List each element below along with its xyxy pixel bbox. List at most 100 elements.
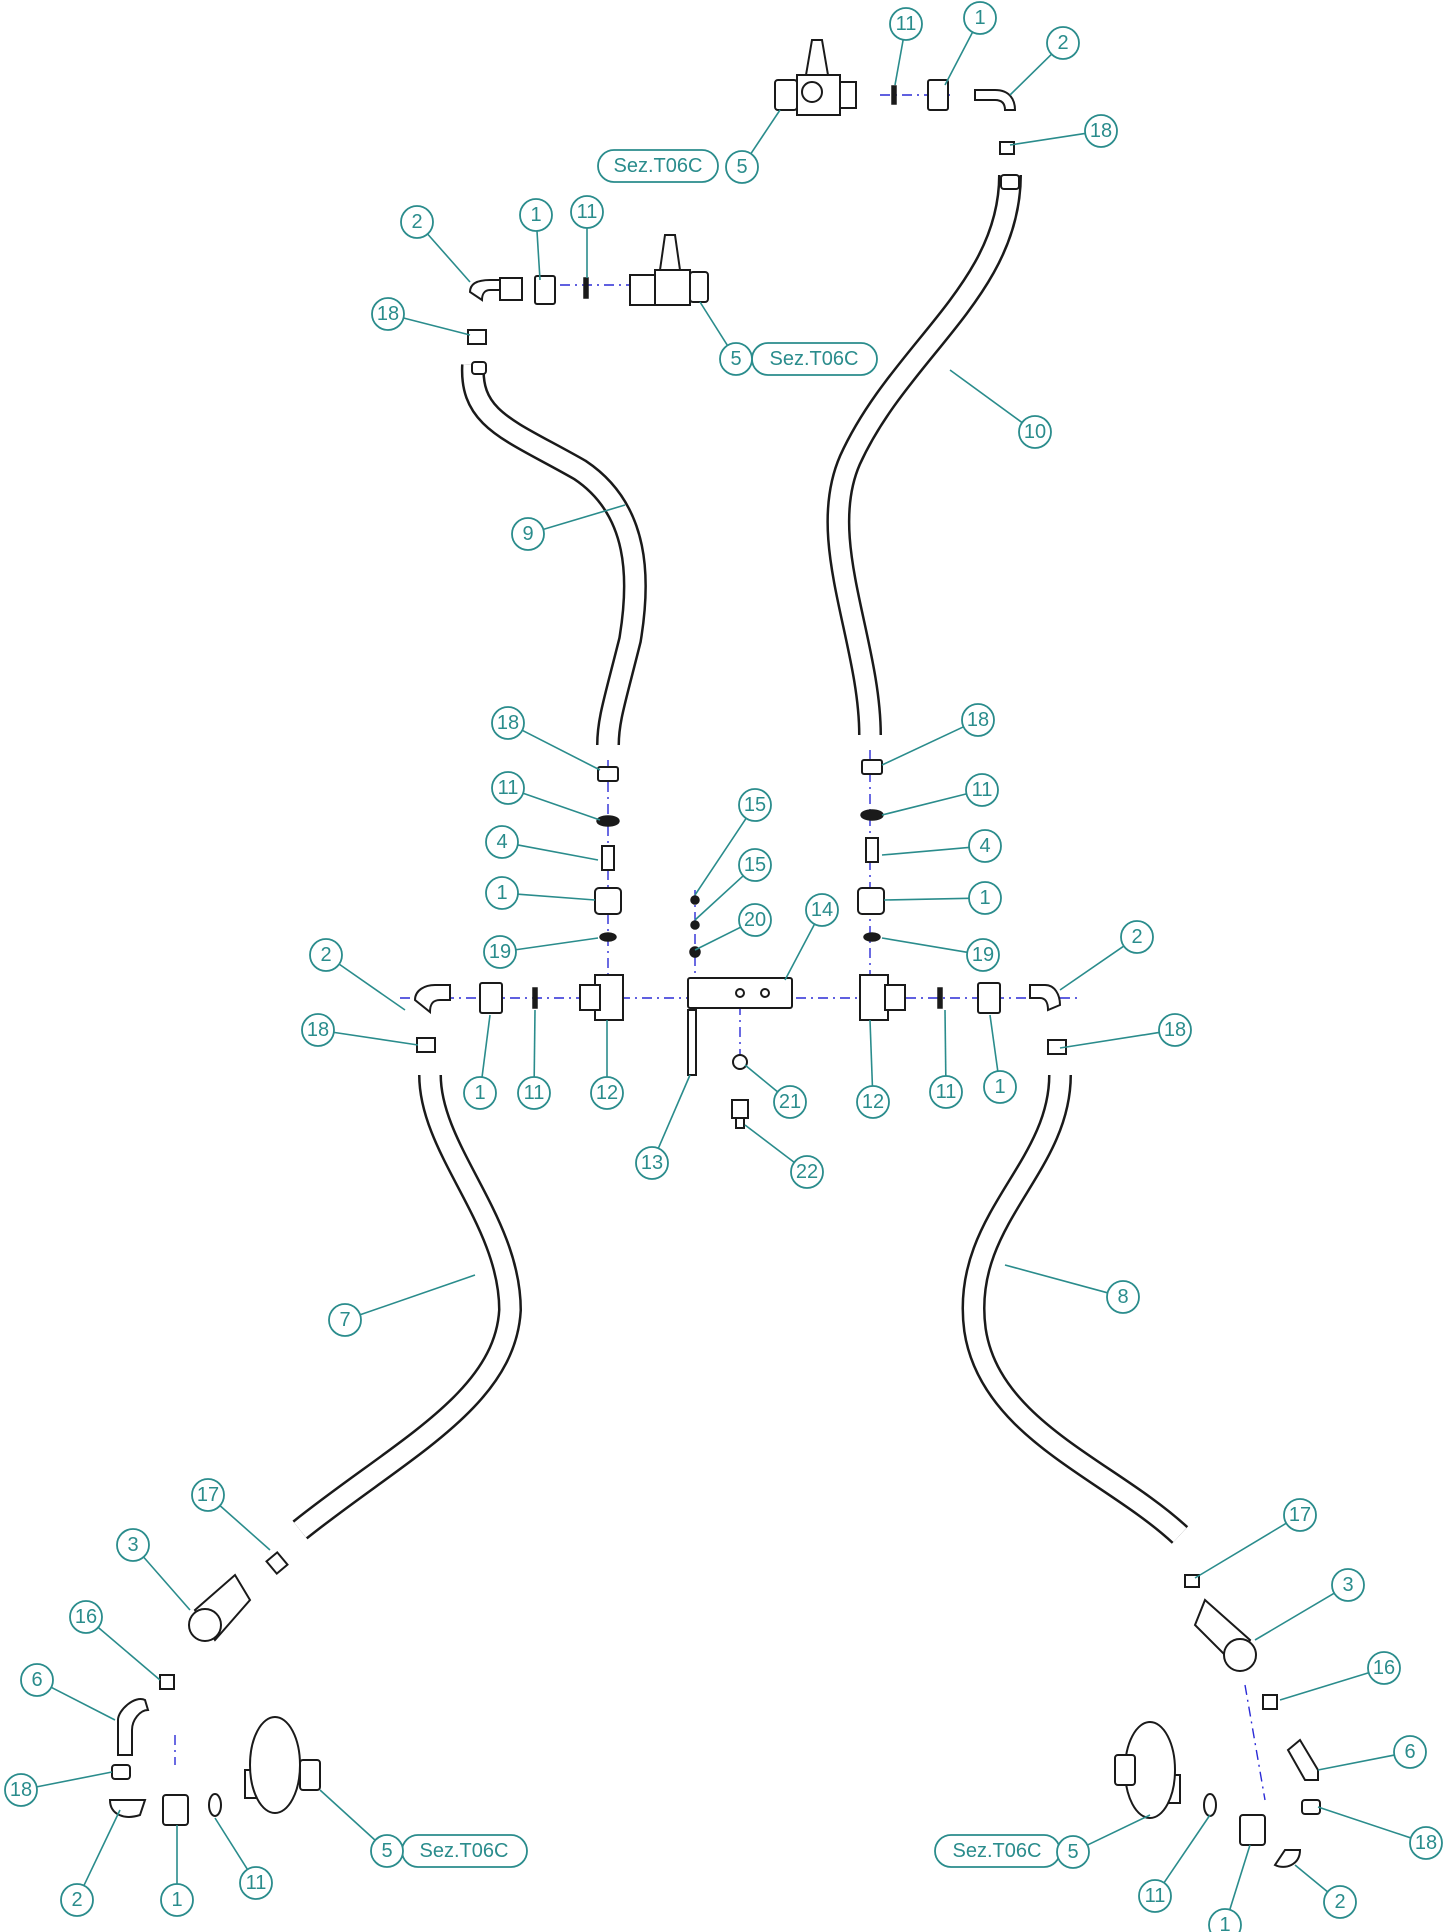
callout-circle — [301, 1013, 335, 1047]
callout-3: 3 — [1331, 1568, 1365, 1602]
callout-number: 18 — [1415, 1832, 1437, 1854]
callout-leader — [869, 1019, 874, 1087]
callout-circle — [719, 342, 753, 376]
center-manifold — [413, 759, 1067, 1129]
callout-5: 5 — [370, 1834, 404, 1868]
callout-circle — [966, 938, 1000, 972]
valve-assembly-top-right — [774, 39, 1020, 190]
callout-number: 1 — [974, 7, 985, 29]
callout-circle — [239, 1866, 273, 1900]
callout-circle — [889, 7, 923, 41]
callout-circle — [400, 205, 434, 239]
callout-number: 21 — [779, 1091, 801, 1113]
callout-leader — [1279, 1671, 1369, 1701]
assembly-bottom-right — [1114, 1574, 1321, 1868]
callout-leader — [881, 937, 968, 954]
callout-number: 4 — [979, 835, 990, 857]
callout-leader — [1059, 945, 1125, 991]
callout-circle — [483, 935, 517, 969]
callout-circle — [738, 788, 772, 822]
callout-22: 22 — [790, 1155, 824, 1189]
callout-17: 17 — [191, 1478, 225, 1512]
callout-5: 5 — [1056, 1835, 1090, 1869]
callout-circle — [968, 829, 1002, 863]
callout-17: 17 — [1283, 1498, 1317, 1532]
callout-circle — [1323, 1885, 1357, 1919]
callout-number: 1 — [171, 1889, 182, 1911]
callout-1: 1 — [463, 1076, 497, 1110]
callout-1: 1 — [1208, 1908, 1242, 1932]
callout-circle — [963, 1, 997, 35]
callout-circle — [965, 773, 999, 807]
callout-circle — [805, 893, 839, 927]
callout-circle — [856, 1085, 890, 1119]
callout-11: 11 — [1138, 1879, 1172, 1913]
callout-2: 2 — [400, 205, 434, 239]
callout-11: 11 — [965, 773, 999, 807]
callout-19: 19 — [966, 938, 1000, 972]
callout-leader — [1009, 132, 1086, 146]
callout-number: 5 — [381, 1840, 392, 1862]
callout-number: 18 — [1164, 1019, 1186, 1041]
callout-circle — [191, 1478, 225, 1512]
callout-number: 6 — [31, 1669, 42, 1691]
callout-leader — [1317, 1754, 1395, 1771]
callout-circle — [160, 1883, 194, 1917]
callout-12: 12 — [590, 1076, 624, 1110]
callout-circle — [1120, 920, 1154, 954]
callout-leader — [944, 31, 974, 86]
callout-leader — [694, 926, 742, 951]
callout-leader — [83, 1809, 121, 1886]
callout-circle — [517, 1076, 551, 1110]
callout-18: 18 — [301, 1013, 335, 1047]
callout-circle — [485, 825, 519, 859]
hose-9 — [460, 364, 647, 746]
callout-7: 7 — [328, 1303, 362, 1337]
callout-1: 1 — [485, 876, 519, 910]
callout-leaders — [36, 31, 1412, 1910]
callout-15: 15 — [738, 788, 772, 822]
callout-number: 8 — [1117, 1286, 1128, 1308]
callout-14: 14 — [805, 893, 839, 927]
section-ref-label: Sez.T06C — [953, 1840, 1042, 1862]
callout-leader — [481, 1014, 491, 1078]
callout-6: 6 — [1393, 1735, 1427, 1769]
callout-11: 11 — [517, 1076, 551, 1110]
callout-leader — [515, 937, 599, 951]
callout-2: 2 — [309, 938, 343, 972]
callout-leader — [744, 1064, 779, 1093]
callout-circle — [1283, 1498, 1317, 1532]
hose-10 — [826, 174, 1022, 736]
callout-circle — [1138, 1879, 1172, 1913]
callout-number: 5 — [1067, 1841, 1078, 1863]
callout-2: 2 — [60, 1883, 94, 1917]
callout-leader — [319, 1789, 376, 1841]
section-ref-label: Sez.T06C — [614, 155, 703, 177]
callout-circle — [790, 1155, 824, 1189]
callout-circle — [635, 1146, 669, 1180]
callout-number: 19 — [489, 941, 511, 963]
callout-circle — [511, 517, 545, 551]
callout-1: 1 — [983, 1070, 1017, 1104]
callout-circle — [1106, 1280, 1140, 1314]
callout-1: 1 — [519, 198, 553, 232]
callout-leader — [1087, 1814, 1151, 1846]
callout-leader — [536, 230, 541, 281]
section-ref-mid-right: Sez.T06C — [751, 342, 878, 376]
hose-8 — [961, 1074, 1189, 1544]
callout-20: 20 — [738, 903, 772, 937]
callout-number: 3 — [1342, 1574, 1353, 1596]
callout-leader — [1194, 1522, 1287, 1579]
callout-leader — [333, 1031, 419, 1046]
callout-number: 2 — [1131, 926, 1142, 948]
callout-number: 1 — [994, 1076, 1005, 1098]
callout-1: 1 — [968, 881, 1002, 915]
callout-circle — [590, 1076, 624, 1110]
callout-circle — [1331, 1568, 1365, 1602]
callout-number: 11 — [896, 13, 917, 35]
callout-leader — [219, 1505, 271, 1551]
callout-circle — [1084, 114, 1118, 148]
callout-21: 21 — [773, 1085, 807, 1119]
